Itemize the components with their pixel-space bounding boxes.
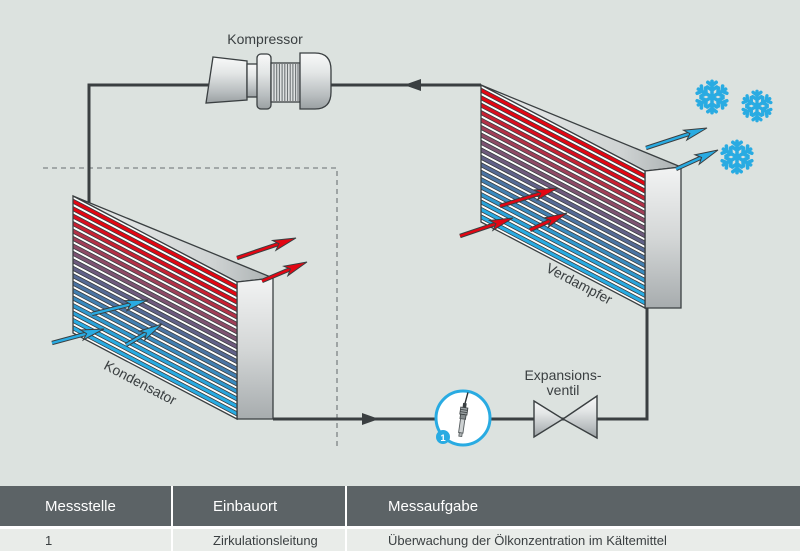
expansion-valve-label-line2: ventil [547,382,580,398]
warm-air-in-arrow [529,212,568,232]
expansion-valve-icon [533,394,598,440]
cell-messaufgabe: Überwachung der Ölkonzentration im Kälte… [388,532,667,548]
compressor-fins [273,64,299,101]
column-header-messstelle: Messstelle [0,486,173,526]
snowflake-icon [741,89,773,123]
pipe-evaporator-to-condenser [87,83,481,205]
airflow-arrows [51,127,719,347]
hot-air-out-arrow [236,237,297,261]
flow-arrow-right-icon [362,413,379,425]
warm-air-in-arrow [459,217,514,239]
table-separator [0,526,800,529]
sensor-probe-icon [458,392,469,437]
cool-air-in-arrow [91,299,149,317]
warm-air-in-arrow [499,187,559,209]
table-header-row: Messstelle Einbauort Messaufgabe [0,486,800,526]
column-header-einbauort: Einbauort [173,486,347,526]
cold-air-out-arrow [675,149,719,172]
column-header-messaufgabe: Messaufgabe [388,497,479,515]
refrigeration-cycle-diagram: 1 Kompressor Kondensator Verdampfer Expa… [43,31,773,448]
table-row: 1 Zirkulationsleitung Überwachung der Öl… [0,529,800,551]
hot-air-out-arrow [261,261,308,284]
snowflakes [695,79,773,175]
measuring-point-badge [436,430,450,444]
measuring-point-number: 1 [440,433,446,444]
cool-air-in-arrow [124,323,163,347]
measuring-point-marker: 1 [434,389,492,447]
evaporator-illustration [480,83,682,310]
cell-messstelle: 1 [0,529,173,551]
snowflake-icon [720,139,754,175]
evaporator-coil-stripes [480,87,646,306]
flow-arrow-left-icon [404,79,421,91]
cell-einbauort: Zirkulationsleitung [173,529,347,551]
measuring-points-table: Messstelle Einbauort Messaufgabe 1 Zirku… [0,486,800,551]
refrigerant-pipes [87,83,649,421]
room-boundary-dashed-line [43,167,338,448]
pipe-condenser-to-evaporator [273,308,649,421]
cold-air-out-arrow [645,127,708,151]
cool-air-in-arrow [51,328,105,346]
expansion-valve-label-line1: Expansions- [524,367,601,383]
condenser-illustration [72,194,274,421]
snowflake-icon [695,79,729,115]
compressor-illustration [205,52,332,110]
compressor-label: Kompressor [227,31,303,47]
